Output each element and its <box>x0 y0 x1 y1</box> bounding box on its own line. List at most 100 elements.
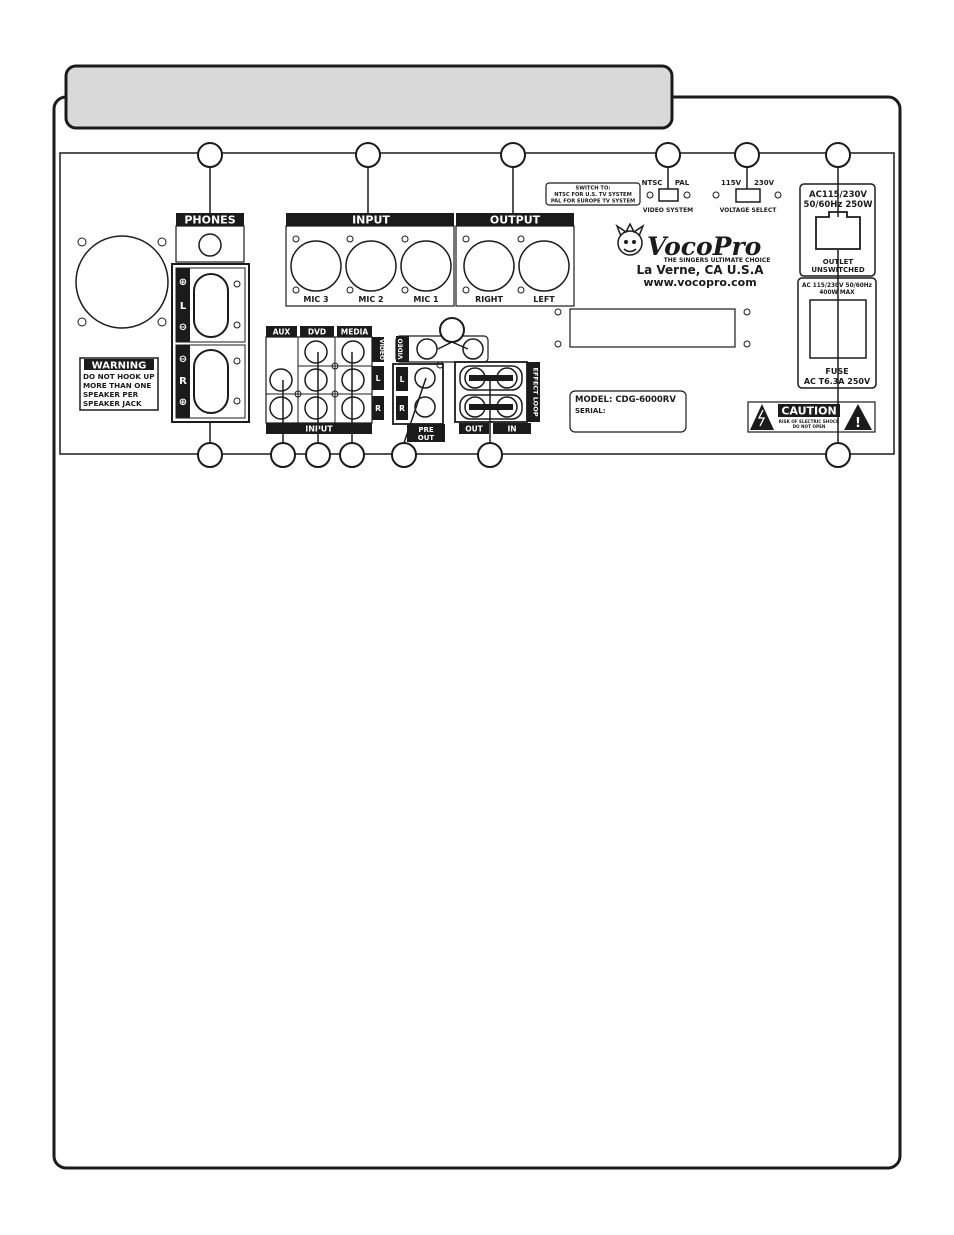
mic1-label: MIC 1 <box>413 295 439 304</box>
model-number: MODEL: CDG-6000RV <box>575 395 676 405</box>
caution-label: CAUTION RISK OF ELECTRIC SHOCK DO NOT OP… <box>747 401 876 433</box>
power-fuse-section: AC 115/230V 50/60Hz 400W MAX FUSE AC T6.… <box>797 277 877 389</box>
svg-text:VIDEO SYSTEM: VIDEO SYSTEM <box>643 207 693 214</box>
warning-line-4: SPEAKER JACK <box>83 399 142 408</box>
svg-text:230V: 230V <box>754 179 775 187</box>
svg-text:L: L <box>376 374 381 383</box>
caution-title: CAUTION <box>781 405 836 418</box>
warning-line-3: SPEAKER PER <box>83 390 139 399</box>
video-out-jack-1[interactable] <box>416 338 438 360</box>
model-label: MODEL: CDG-6000RV SERIAL: <box>569 390 687 433</box>
svg-text:PAL: PAL <box>675 179 690 187</box>
aux-right-jack[interactable] <box>269 396 293 420</box>
pre-out-left-jack[interactable] <box>414 367 436 389</box>
callout-voltage-select <box>734 142 760 168</box>
warning-label: WARNING DO NOT HOOK UP MORE THAN ONE SPE… <box>79 357 159 411</box>
warning-line-2: MORE THAN ONE <box>83 381 151 390</box>
svg-text:DO NOT OPEN: DO NOT OPEN <box>793 424 826 429</box>
media-right-jack[interactable] <box>341 396 365 420</box>
switch-note: SWITCH TO: NTSC FOR U.S. TV SYSTEM PAL F… <box>545 182 641 206</box>
dvd-right-jack[interactable] <box>304 396 328 420</box>
speaker-terminals: ⊕ L ⊖ ⊖ R ⊕ <box>171 263 250 423</box>
svg-text:DVD: DVD <box>308 328 326 337</box>
media-left-jack[interactable] <box>341 368 365 392</box>
outlet-socket[interactable] <box>815 211 861 250</box>
callout-media <box>339 442 365 468</box>
svg-text:AUX: AUX <box>273 328 291 337</box>
callout-markers <box>197 142 851 468</box>
header-tab <box>64 64 674 130</box>
mic3-jack[interactable] <box>290 240 342 292</box>
aux-left-jack[interactable] <box>269 368 293 392</box>
svg-text:EFFECT LOOP: EFFECT LOOP <box>532 368 540 417</box>
svg-text:OUT: OUT <box>418 434 435 442</box>
effect-loop-section: EFFECT LOOP OUT IN <box>454 361 540 434</box>
output-top-label: OUTPUT <box>490 214 541 227</box>
svg-text:NTSC FOR U.S. TV SYSTEM: NTSC FOR U.S. TV SYSTEM <box>554 192 632 198</box>
output-left-jack[interactable] <box>518 240 570 292</box>
pre-out-right-jack[interactable] <box>414 396 436 418</box>
svg-text:SWITCH TO:: SWITCH TO: <box>576 186 611 192</box>
svg-text:MEDIA: MEDIA <box>341 328 369 337</box>
l-label: L <box>180 301 187 312</box>
callout-output <box>500 142 526 168</box>
brand-name: VocoPro <box>647 232 761 261</box>
left-label: LEFT <box>533 295 555 304</box>
svg-text:R: R <box>375 404 381 413</box>
svg-text:OUT: OUT <box>465 425 483 434</box>
media-video-jack[interactable] <box>341 340 365 364</box>
svg-text:INPUT: INPUT <box>305 425 333 434</box>
dvd-video-jack[interactable] <box>304 340 328 364</box>
shock-warning-icon <box>750 404 774 430</box>
speaker-cutout <box>75 235 169 329</box>
callout-effect-loop <box>477 442 503 468</box>
video-out-jack-2[interactable] <box>462 338 484 360</box>
callout-outlet <box>825 142 851 168</box>
svg-text:R: R <box>399 404 405 413</box>
mic2-label: MIC 2 <box>358 295 383 304</box>
output-right-jack[interactable] <box>463 240 515 292</box>
svg-text:NTSC: NTSC <box>642 179 663 187</box>
warning-line-1: DO NOT HOOK UP <box>83 372 155 381</box>
svg-text:PAL FOR EUROPE TV SYSTEM: PAL FOR EUROPE TV SYSTEM <box>551 199 635 205</box>
svg-text:RISK OF ELECTRIC SHOCK: RISK OF ELECTRIC SHOCK <box>779 419 840 424</box>
speaker-left-jack[interactable] <box>193 273 229 338</box>
brand-tagline: THE SINGERS ULTIMATE CHOICE <box>664 257 771 264</box>
exclamation-warning-icon <box>844 404 872 430</box>
svg-text:PRE: PRE <box>418 426 434 434</box>
speaker-right-jack[interactable] <box>193 349 229 414</box>
mic1-jack[interactable] <box>400 240 452 292</box>
callout-dvd <box>305 442 331 468</box>
voltage-select-switch[interactable]: 115V 230V VOLTAGE SELECT <box>712 179 782 214</box>
phones-section: PHONES <box>175 213 245 263</box>
mic2-jack[interactable] <box>345 240 397 292</box>
callout-mic-input <box>355 142 381 168</box>
video-system-switch[interactable]: NTSC PAL VIDEO SYSTEM <box>642 179 694 214</box>
phones-label: PHONES <box>184 214 235 227</box>
svg-text:VIDEO: VIDEO <box>398 338 405 359</box>
dvd-left-jack[interactable] <box>304 368 328 392</box>
serial-label: SERIAL: <box>575 407 606 415</box>
input-top-label: INPUT <box>352 214 390 227</box>
video-out-section: VIDEO <box>395 335 489 363</box>
callout-leaders <box>209 167 839 444</box>
r-minus-label: ⊖ <box>179 354 187 365</box>
callout-video-out <box>439 317 465 343</box>
mic-input-section: INPUT MIC 3 MIC 2 MIC 1 <box>285 213 455 307</box>
svg-text:VOLTAGE SELECT: VOLTAGE SELECT <box>720 207 778 214</box>
svg-text:FUSE: FUSE <box>825 367 848 376</box>
brand-location: La Verne, CA U.S.A <box>636 263 764 277</box>
rear-panel <box>59 152 895 455</box>
right-label: RIGHT <box>475 295 503 304</box>
callout-power <box>825 442 851 468</box>
pre-out-section: L R PRE OUT <box>392 361 445 442</box>
callout-pre-out <box>391 442 417 468</box>
warning-title: WARNING <box>92 361 147 372</box>
callout-video-system <box>655 142 681 168</box>
phones-jack[interactable] <box>198 233 222 257</box>
brand-website: www.vocopro.com <box>643 276 756 289</box>
vocopro-logo: VocoPro THE SINGERS ULTIMATE CHOICE La V… <box>615 222 771 289</box>
svg-text:VIDEO: VIDEO <box>378 339 385 360</box>
svg-text:L: L <box>400 375 405 384</box>
